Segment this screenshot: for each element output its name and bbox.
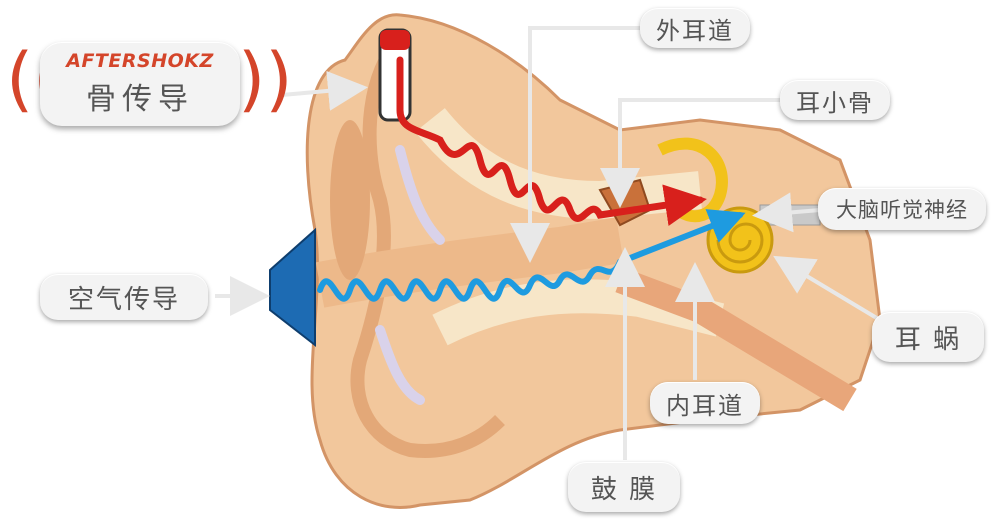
bone-conduction-label: AFTERSHOKZ 骨传导 (40, 42, 240, 126)
label-eardrum: 鼓 膜 (568, 462, 680, 512)
concha-hollow (330, 120, 370, 280)
label-air-conduction: 空气传导 (40, 274, 208, 320)
air-speaker-icon (270, 230, 315, 345)
label-cochlea: 耳 蜗 (872, 312, 984, 362)
label-auditory-nerve: 大脑听觉神经 (818, 188, 986, 230)
bone-conduction-headphone-icon (380, 30, 410, 120)
label-inner-ear-canal: 内耳道 (650, 382, 760, 424)
sound-wave-icon-right: )) (238, 44, 293, 114)
bone-conduction-text: 骨传导 (86, 74, 194, 118)
label-ossicles: 耳小骨 (780, 80, 890, 120)
label-outer-ear-canal: 外耳道 (640, 8, 750, 48)
brand-logo: AFTERSHOKZ (66, 50, 214, 72)
